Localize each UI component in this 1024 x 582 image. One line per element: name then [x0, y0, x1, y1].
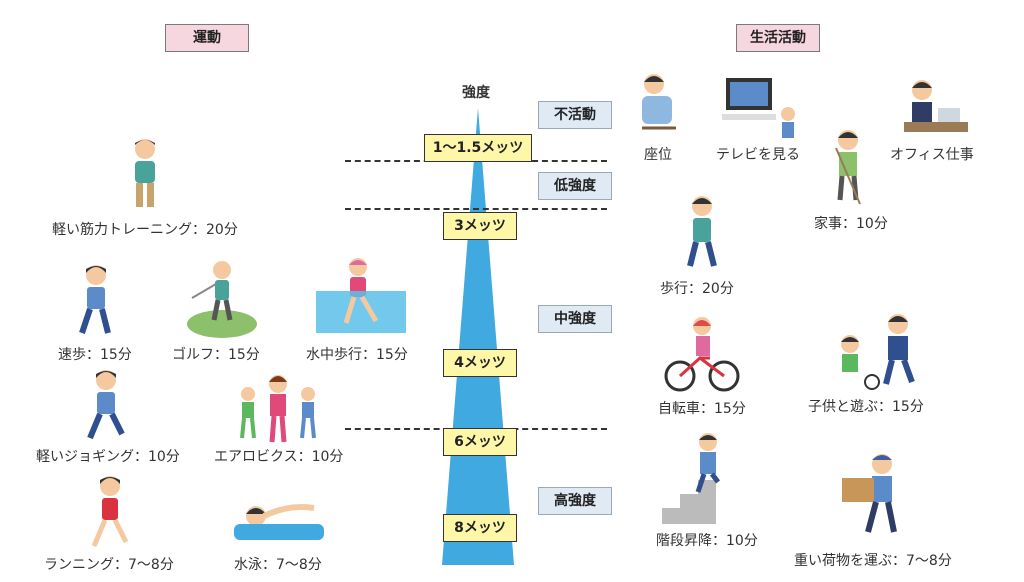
mets-label-8: 8メッツ [443, 514, 517, 542]
daily-label-housework: 家事：10分 [814, 216, 888, 232]
mets-label-4: 4メッツ [443, 349, 517, 377]
exercise-header: 運動 [165, 24, 249, 52]
daily-label-sitting: 座位 [644, 147, 672, 163]
daily-label-office: オフィス仕事 [890, 147, 974, 163]
exercise-label-water-walk: 水中歩行：15分 [306, 347, 408, 363]
daily-label-luggage: 重い荷物を運ぶ：7〜8分 [794, 553, 952, 569]
stair-climbing-figure [662, 433, 720, 524]
exercise-label-golf: ゴルフ：15分 [172, 347, 260, 363]
aerobics-figure [240, 375, 316, 443]
mets-label-6: 6メッツ [443, 428, 517, 456]
level-moderate: 中強度 [538, 305, 612, 333]
daily-label-stairs: 階段昇降：10分 [656, 533, 758, 549]
running-figure [91, 476, 129, 547]
mets-label-1-1.5: 1〜1.5メッツ [424, 134, 532, 162]
exercise-label-running: ランニング：7〜8分 [44, 557, 174, 573]
carrying-luggage-figure [842, 454, 897, 533]
walking-figure [687, 196, 717, 267]
daily-label-playing-children: 子供と遊ぶ：15分 [808, 399, 924, 415]
exercise-label-light-jogging: 軽いジョギング：10分 [36, 449, 180, 465]
water-walk-figure [316, 258, 406, 333]
daily-label-walking: 歩行：20分 [660, 281, 734, 297]
strength-training-figure [135, 139, 155, 207]
swimming-figure [234, 504, 324, 540]
playing-with-children-figure [841, 314, 915, 390]
light-jogging-figure [87, 370, 125, 440]
tv-watching-figure [722, 78, 795, 138]
exercise-label-brisk-walk: 速歩：15分 [58, 347, 132, 363]
office-work-figure [904, 80, 968, 132]
exercise-label-aerobics: エアロビクス：10分 [214, 449, 344, 465]
daily-activity-header: 生活活動 [736, 24, 820, 52]
golf-figure [187, 261, 257, 338]
brisk-walk-figure [79, 265, 111, 334]
separator-line-2 [345, 208, 607, 210]
daily-label-tv: テレビを見る [716, 147, 800, 163]
level-high: 高強度 [538, 487, 612, 515]
level-low: 低強度 [538, 172, 612, 200]
exercise-label-swimming: 水泳：7〜8分 [234, 557, 322, 573]
intensity-title: 強度 [462, 85, 490, 101]
mets-label-3: 3メッツ [443, 212, 517, 240]
level-inactive: 不活動 [538, 101, 612, 129]
daily-label-bicycle: 自転車：15分 [658, 401, 746, 417]
pyramid-shape [442, 108, 514, 565]
bicycle-figure [664, 317, 740, 392]
sitting-figure [642, 74, 676, 130]
housework-figure [835, 130, 861, 205]
exercise-label-strength-training: 軽い筋力トレーニング：20分 [52, 222, 238, 238]
